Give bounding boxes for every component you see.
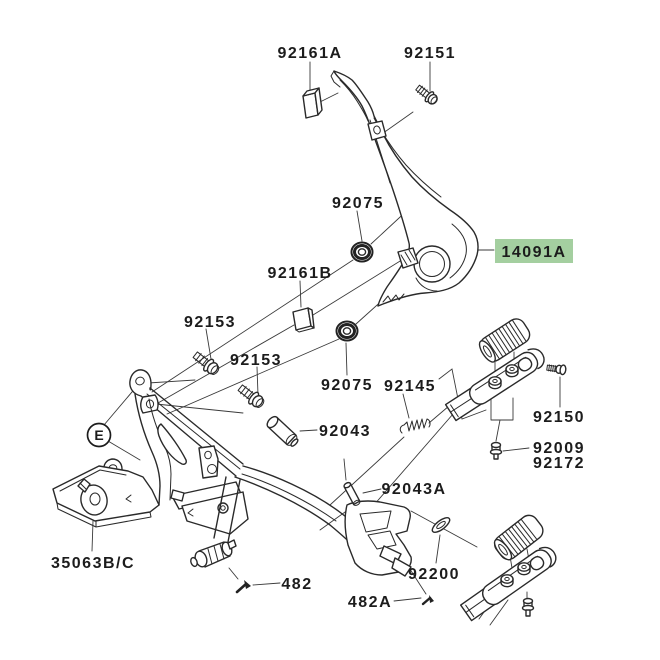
part-number-labels: 92161A 92151 92075 14091A 92161B 92153 9… [51, 45, 585, 611]
part-label-92150: 92150 [533, 409, 585, 426]
part-label-92043a: 92043A [381, 481, 446, 498]
part-label-92153-1: 92153 [184, 314, 236, 331]
part-label-92200: 92200 [408, 566, 460, 583]
part-label-92151: 92151 [404, 45, 456, 62]
part-label-482a: 482A [348, 594, 392, 611]
part-grommet-92075-lower [335, 320, 359, 342]
part-screw-92153-2 [237, 384, 265, 408]
footpeg-rear-bracket [459, 546, 557, 622]
footpeg-front-nuts [488, 364, 519, 390]
part-footpeg-front [444, 318, 545, 422]
reference-marker-label: E [94, 427, 103, 443]
part-label-92172: 92172 [533, 455, 585, 472]
part-spring-92145 [399, 418, 431, 434]
footpeg-front-rubber [478, 318, 531, 363]
part-washer-92200 [431, 517, 451, 533]
part-label-92161b: 92161B [267, 265, 332, 282]
part-pin-92043a [343, 481, 361, 506]
footpeg-rear-rubber [493, 514, 544, 561]
part-clip-482 [235, 580, 251, 594]
part-label-92075-upper: 92075 [332, 195, 384, 212]
part-label-14091a: 14091A [501, 244, 566, 261]
footpeg-rear-nuts [500, 562, 531, 588]
highlighted-part-label-14091a[interactable]: 14091A [495, 239, 573, 263]
reference-marker-e: E [86, 422, 112, 448]
part-label-482: 482 [281, 576, 312, 593]
part-label-92009: 92009 [533, 440, 585, 457]
part-damper-block-92161a [302, 87, 323, 119]
part-bolt-92151 [415, 84, 438, 105]
part-label-92161a: 92161A [277, 45, 342, 62]
part-screw-92153-1 [192, 351, 220, 375]
footpeg-front-bracket [444, 348, 545, 422]
footpeg-rear-screw [521, 597, 535, 617]
highlight-box [495, 239, 573, 263]
part-label-92153-2: 92153 [230, 352, 282, 369]
part-bolt-92150 [546, 364, 567, 376]
part-footpeg-rear [459, 514, 557, 622]
part-grommet-92075-upper [350, 241, 374, 263]
part-label-92075-lower: 92075 [321, 377, 373, 394]
part-clip-482a [421, 595, 434, 606]
part-label-92145: 92145 [384, 378, 436, 395]
part-pad-92161b [292, 307, 315, 333]
part-screw-92009-92172 [489, 441, 503, 460]
part-label-35063: 35063B/C [51, 555, 135, 572]
part-frame-stay-35063 [52, 369, 412, 577]
part-label-92043: 92043 [319, 423, 371, 440]
part-footrest-cover-14091a [330, 70, 479, 307]
part-pin-92043 [266, 415, 299, 447]
